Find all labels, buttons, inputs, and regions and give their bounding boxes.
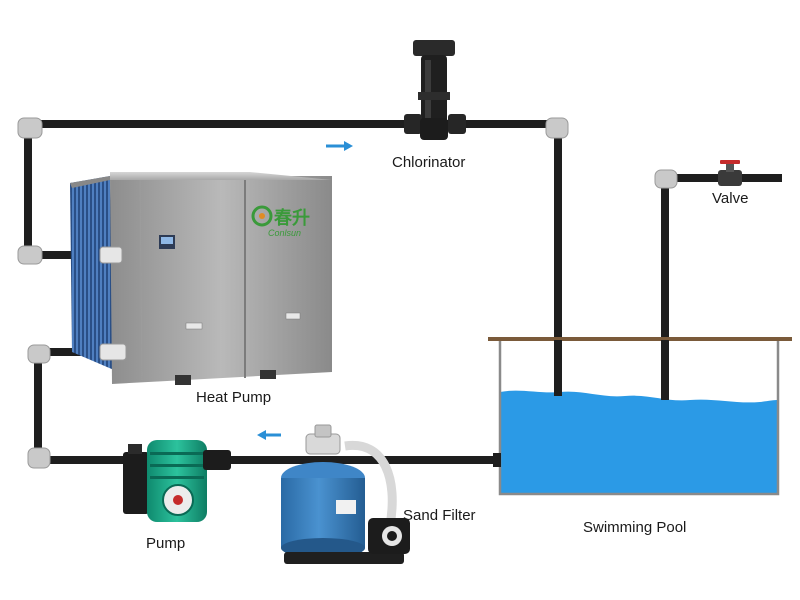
pool-water <box>500 390 778 494</box>
label-pump: Pump <box>146 535 186 552</box>
elbow-left-lower <box>27 344 51 364</box>
label-chlorinator: Chlorinator <box>392 154 466 171</box>
elbow-bottom-left <box>27 447 51 469</box>
label-valve: Valve <box>712 190 749 207</box>
arrow-left-icon <box>257 430 281 440</box>
label-heat-pump: Heat Pump <box>196 389 272 406</box>
chlorinator <box>404 40 466 140</box>
label-sand-filter: Sand Filter <box>403 507 476 524</box>
elbow-top-left <box>17 117 43 139</box>
brand-chinese: 春升 <box>274 207 310 229</box>
valve <box>718 160 742 186</box>
pool-rim <box>488 337 792 341</box>
elbow-left-mid <box>17 245 43 265</box>
elbow-top-right <box>545 117 569 139</box>
heat-pump: 春升 Conlsun <box>70 172 332 385</box>
pipe-valve-branch <box>661 174 782 378</box>
swimming-pool <box>488 337 792 496</box>
arrow-right-icon <box>326 141 353 151</box>
sand-filter <box>281 424 410 564</box>
pipe-elbows <box>17 117 678 469</box>
elbow-valve <box>654 169 678 189</box>
label-swimming-pool: Swimming Pool <box>583 519 687 536</box>
circulation-pump <box>123 440 231 522</box>
brand-latin: Conlsun <box>268 228 301 238</box>
